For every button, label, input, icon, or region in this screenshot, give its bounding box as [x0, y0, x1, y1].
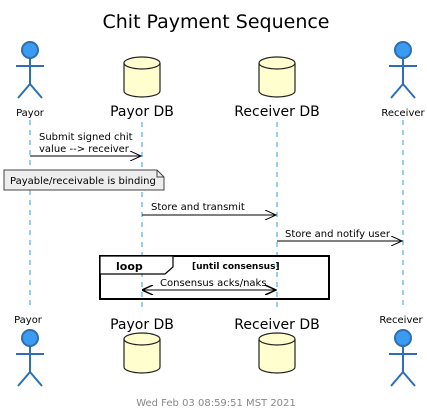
payor-db-icon-bottom: [123, 332, 161, 374]
payor-label-top: Payor: [16, 108, 45, 119]
message-4-label: Consensus acks/naks: [160, 278, 267, 289]
payor-actor-icon-bottom: [16, 329, 44, 387]
note-text: Payable/receivable is binding: [10, 176, 156, 187]
receiver-label-bottom: Receiver: [379, 315, 423, 326]
receiver-actor-icon-top: [389, 41, 417, 99]
loop-condition: [until consensus]: [192, 262, 280, 272]
payor-label-bottom: Payor: [14, 315, 43, 326]
receiver-label-top: Receiver: [381, 108, 425, 119]
payor-db-label-bottom: Payor DB: [110, 317, 174, 333]
receiver-actor-icon-bottom: [389, 329, 417, 387]
payor-db-label-top: Payor DB: [110, 104, 174, 120]
message-2-label: Store and transmit: [151, 202, 245, 213]
payor-actor-icon-top: [16, 41, 44, 99]
payor-db-icon-top: [123, 56, 161, 98]
loop-label-tab: [99, 255, 174, 275]
receiver-db-icon-top: [258, 56, 296, 98]
note-binding: [3, 169, 165, 191]
loop-fragment: [99, 255, 330, 300]
receiver-db-label-top: Receiver DB: [234, 104, 319, 120]
message-1-line-1: Submit signed chit: [39, 132, 133, 143]
receiver-db-label-bottom: Receiver DB: [234, 317, 319, 333]
loop-keyword: loop: [116, 260, 143, 273]
message-1-line-2: value --> receiver: [39, 144, 130, 155]
message-3-label: Store and notify user: [285, 229, 391, 240]
diagram-title: Chit Payment Sequence: [102, 11, 329, 33]
receiver-db-icon-bottom: [258, 332, 296, 374]
footer-timestamp: Wed Feb 03 08:59:51 MST 2021: [136, 398, 296, 409]
